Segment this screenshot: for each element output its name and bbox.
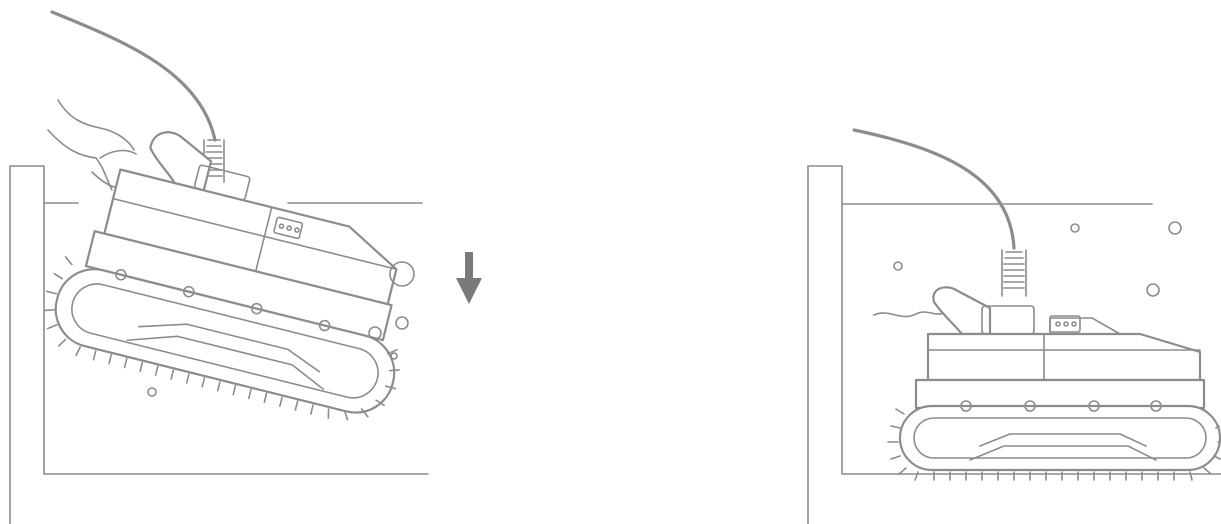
down-arrow-icon — [456, 252, 482, 304]
cable-icon — [854, 130, 1014, 248]
panel-resting-on-floor — [808, 130, 1221, 524]
cable-icon — [52, 12, 215, 140]
water-current-line — [874, 312, 946, 317]
pool-robot-icon — [888, 287, 1220, 480]
pool-robot-icon — [33, 113, 442, 433]
cable-strain-relief — [1002, 250, 1026, 296]
panel-tilted-insertion — [10, 12, 482, 524]
bubble-icon — [894, 222, 1181, 296]
